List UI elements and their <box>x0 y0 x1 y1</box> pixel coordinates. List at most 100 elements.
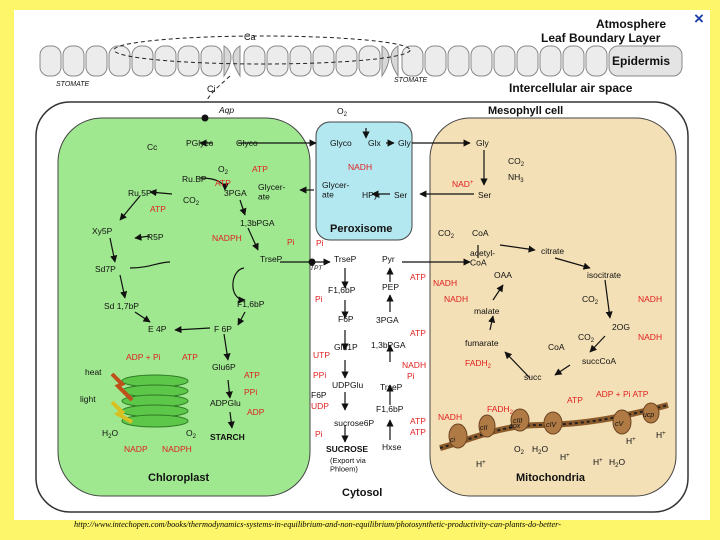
mito-ser-label: Ser <box>478 190 491 200</box>
chloroplast-compartment <box>57 117 311 497</box>
heat-label: heat <box>85 367 102 377</box>
udp-label: UDP <box>311 401 329 411</box>
stomate-right-label: STOMATE <box>394 77 428 84</box>
mito-atp-label: ATP <box>567 395 583 405</box>
mito-nadh-3-label: NADH <box>638 294 662 304</box>
thylakoid-stack <box>121 374 189 428</box>
adpglu-label: ADPGlu <box>210 398 241 408</box>
succcoa-label: succCoA <box>582 356 616 366</box>
udpglu-label: UDPGlu <box>332 380 363 390</box>
tpt-label: TPT <box>310 265 323 272</box>
cytosol-trsep2-label: TrseP <box>380 382 403 392</box>
cytosol-atp-2-label: ATP <box>410 328 426 338</box>
close-icon[interactable]: × <box>694 9 704 28</box>
peroxisome-compartment <box>315 121 413 241</box>
pathway-arrows <box>109 128 613 443</box>
ru5p-label: Ru.5P <box>128 188 152 198</box>
coa-label: CoA <box>472 228 489 238</box>
cytosol-f16bp-label: F1,6bP <box>328 285 356 295</box>
pep-label: PEP <box>382 282 399 292</box>
nadp-label: NADP <box>124 444 148 454</box>
hplus-2-label: H+ <box>560 452 570 462</box>
civ-label: cIV <box>546 422 557 429</box>
cytosol-pi-c-label: Pi <box>407 371 415 381</box>
adp-pi-atp-label: ADP + Pi ATP <box>596 389 649 399</box>
cytosol-pi-a-label: Pi <box>316 238 324 248</box>
glycerate-chloroplast-label: Glycer-ate <box>258 182 286 201</box>
mitochondria-compartment <box>429 117 677 497</box>
sd17bp-label: Sd 1,7bP <box>104 301 139 311</box>
peroxisome-ser-label: Ser <box>394 190 407 200</box>
cytosol-bpga-label: 1,3bPGA <box>371 340 406 350</box>
mito-coa2-label: CoA <box>548 342 565 352</box>
aquaporin-dot <box>201 114 209 122</box>
complex-ucp <box>642 402 660 424</box>
h2o-label: H2O <box>102 428 118 440</box>
mito-nadh-4-label: NADH <box>638 332 662 342</box>
adp-label: ADP <box>247 407 265 417</box>
pi-label-1: Pi <box>287 237 295 247</box>
cytosol-atp-1-label: ATP <box>410 272 426 282</box>
mito-o2-label: O2 <box>514 444 525 456</box>
hplus-5-label: H+ <box>656 430 666 440</box>
pyr-label: Pyr <box>382 254 395 264</box>
xy5p-label: Xy5P <box>92 226 113 236</box>
nh3-label: NH3 <box>508 172 524 184</box>
fumarate-label: fumarate <box>465 338 499 348</box>
complex-ciii <box>510 408 530 432</box>
mito-co2d-label: CO2 <box>578 332 595 344</box>
r5p-label: R5P <box>147 232 164 242</box>
peroxisome-label: Peroxisome <box>330 223 392 235</box>
chloroplast-label: Chloroplast <box>148 472 209 484</box>
fadh2b-label: FADH2 <box>487 404 514 416</box>
f6p-label: F 6P <box>214 324 232 334</box>
atp-thylakoid-label: ATP <box>182 352 198 362</box>
heat-arrow <box>110 372 134 402</box>
cii-label: cII <box>480 425 487 432</box>
source-url[interactable]: http://www.intechopen.com/books/thermody… <box>74 520 561 529</box>
trsep-label: TrseP <box>260 254 283 264</box>
mitochondria-label: Mitochondria <box>516 472 586 484</box>
atmosphere-label: Atmosphere <box>596 17 666 31</box>
glu6p-label: Glu6P <box>212 362 236 372</box>
peroxisome-glyco-label: Glyco <box>330 138 352 148</box>
cytosol-f6p-label: F6P <box>338 314 354 324</box>
cv-label: cV <box>615 421 625 428</box>
atp-label-3: ATP <box>150 204 166 214</box>
oaa-label: OAA <box>494 270 512 280</box>
hplus-4-label: H+ <box>626 436 636 446</box>
nadph-label-1: NADPH <box>212 233 242 243</box>
cc-label: Cc <box>147 142 158 152</box>
mito-h2o-label: H2O <box>532 444 548 456</box>
cytosol-trsep-label: TrseP <box>334 254 357 264</box>
atp-label-2: ATP <box>215 178 231 188</box>
sucrose6p-label: sucrose6P <box>334 418 374 428</box>
cytosol-label: Cytosol <box>342 487 382 499</box>
intercellular-label: Intercellular air space <box>509 81 633 95</box>
cytosol-atp-4-label: ATP <box>410 427 426 437</box>
glyco-label: Glyco <box>236 138 258 148</box>
complex-ci <box>448 423 468 449</box>
ca-diffusion-path <box>113 35 411 65</box>
hxse-label: Hxse <box>382 442 402 452</box>
sd7p-label: Sd7P <box>95 264 116 274</box>
cytosol-pi-d-label: Pi <box>315 429 323 439</box>
glycerate-label: Glycer-ate <box>322 180 350 199</box>
nad-label: NAD+ <box>452 179 474 189</box>
glu1p-label: Glu1P <box>334 342 358 352</box>
citrate-label: citrate <box>541 246 564 256</box>
stomate-left-label: STOMATE <box>56 81 90 88</box>
ppi-label: PPi <box>244 387 257 397</box>
mito-h2o-2-label: H2O <box>609 457 625 469</box>
light-arrow <box>110 400 133 424</box>
mito-nadh-5-label: NADH <box>438 412 462 422</box>
bpga-label: 1,3bPGA <box>240 218 275 228</box>
epidermis-cells <box>39 45 683 78</box>
rubp-label: Ru.BP <box>182 174 207 184</box>
mito-co2-label: CO2 <box>508 156 525 168</box>
atp-starch-label: ATP <box>244 370 260 380</box>
aqp-label: Aqp <box>218 105 234 115</box>
